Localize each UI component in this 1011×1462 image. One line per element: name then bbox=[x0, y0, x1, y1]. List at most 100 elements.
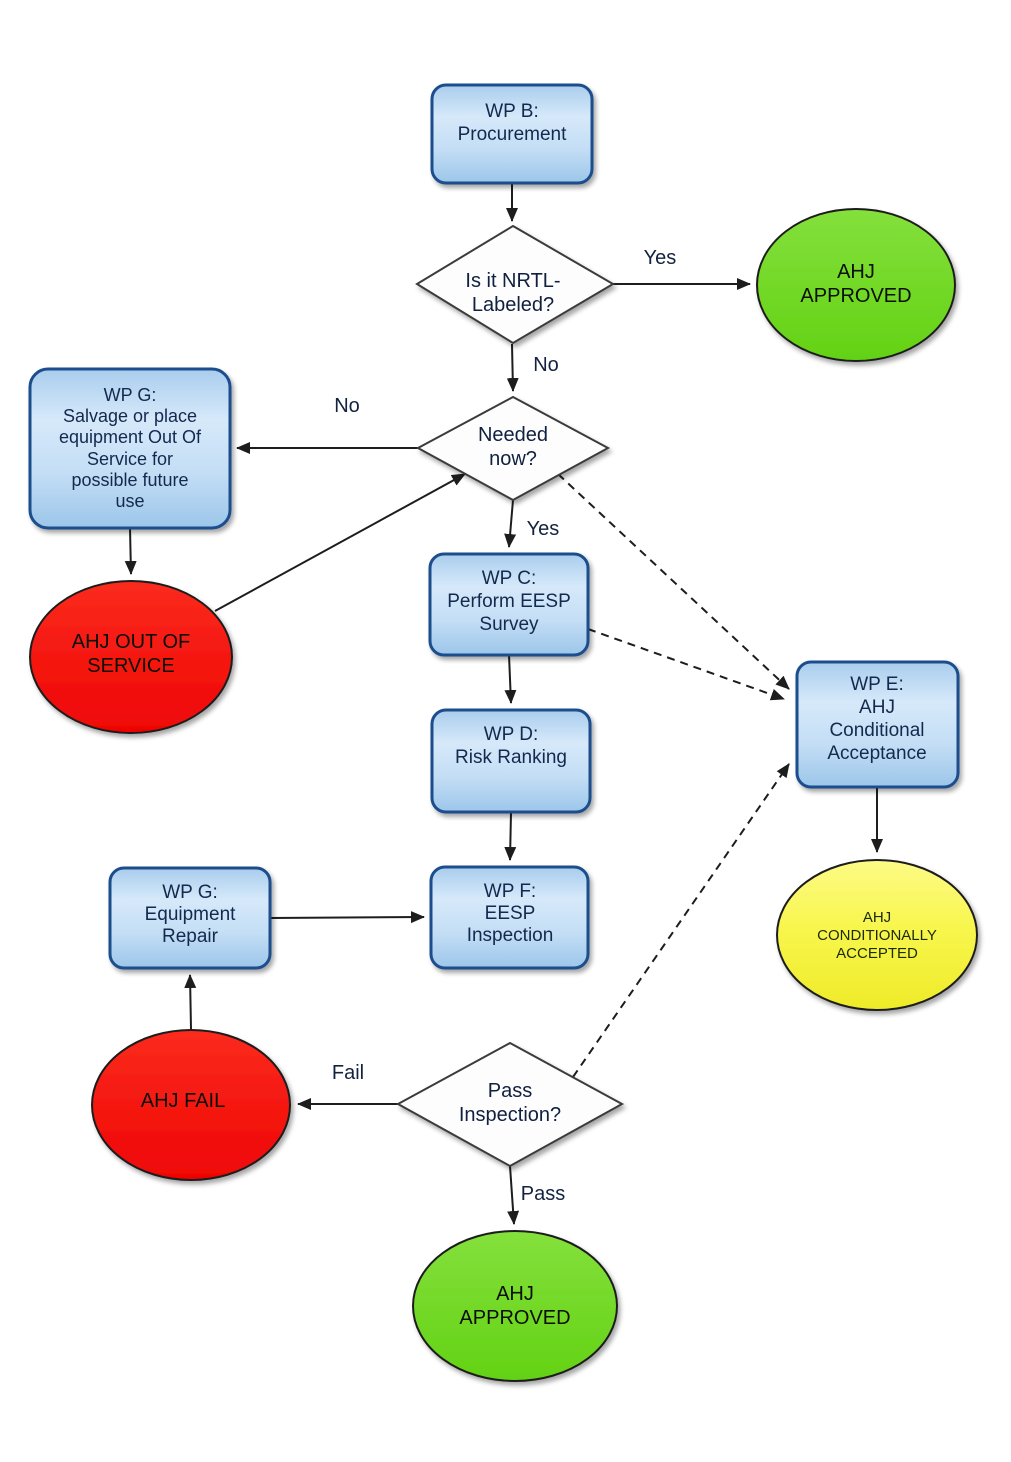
edge-wpc-to-wpd bbox=[504, 654, 517, 704]
node-label: AHJ bbox=[863, 909, 891, 926]
node-label: now? bbox=[489, 448, 537, 470]
node-label: Pass bbox=[488, 1080, 532, 1102]
connector-dashed bbox=[572, 763, 790, 1078]
node-wp-d-risk-ranking: WP D: Risk Ranking bbox=[430, 708, 592, 814]
node-label: Labeled? bbox=[472, 294, 554, 316]
process-box bbox=[795, 660, 960, 789]
node-ahj-approved-top: AHJ APPROVED bbox=[756, 208, 956, 362]
node-label: AHJ FAIL bbox=[141, 1090, 225, 1112]
node-label: WP D: bbox=[484, 724, 539, 745]
node-label: Survey bbox=[479, 614, 539, 635]
edge-repair-to-wpf bbox=[269, 911, 425, 924]
connector bbox=[507, 1165, 520, 1225]
connector bbox=[506, 343, 519, 392]
process-box bbox=[108, 866, 272, 970]
node-label: SERVICE bbox=[87, 655, 174, 677]
terminator-ellipse bbox=[29, 580, 233, 734]
node-label: Service for bbox=[87, 449, 173, 469]
node-wp-g-salvage: WP G: Salvage or place equipment Out Of … bbox=[28, 367, 232, 530]
node-label: possible future bbox=[71, 470, 188, 490]
connector bbox=[214, 473, 466, 612]
node-label: Acceptance bbox=[827, 743, 926, 764]
node-label: WP B: bbox=[485, 101, 539, 122]
node-wp-g-equipment-repair: WP G: Equipment Repair bbox=[108, 866, 272, 970]
node-label: CONDITIONALLY bbox=[817, 927, 937, 944]
edge-dashed-wpc-to-wpe bbox=[587, 628, 785, 701]
connector bbox=[184, 974, 197, 1030]
node-label: Is it NRTL- bbox=[465, 270, 560, 292]
node-label: equipment Out Of bbox=[59, 427, 202, 447]
edge-salvage-to-out-of-service bbox=[124, 527, 137, 575]
process-box bbox=[430, 83, 594, 185]
node-label: Procurement bbox=[458, 124, 567, 145]
process-box bbox=[28, 367, 232, 530]
decision-diamond bbox=[395, 1041, 625, 1168]
node-label: APPROVED bbox=[459, 1307, 570, 1329]
edge-dashed-inspection-to-wpe bbox=[572, 763, 790, 1078]
node-label: AHJ bbox=[859, 697, 895, 718]
edge-inspection-fail-to-ahj-fail: Fail bbox=[297, 1062, 398, 1110]
edge-label: Yes bbox=[527, 518, 560, 540]
node-label: Equipment bbox=[145, 904, 237, 925]
node-label: WP E: bbox=[850, 674, 904, 695]
decision-diamond bbox=[415, 395, 611, 502]
node-label: AHJ OUT OF bbox=[72, 631, 191, 653]
connector bbox=[124, 527, 137, 575]
node-wp-c-survey: WP C: Perform EESP Survey bbox=[428, 552, 590, 657]
edge-label: No bbox=[334, 395, 360, 417]
node-wp-e-conditional-acceptance: WP E: AHJ Conditional Acceptance bbox=[795, 660, 960, 789]
terminator-ellipse bbox=[756, 208, 956, 362]
edge-label: Yes bbox=[644, 247, 677, 269]
node-ahj-approved-bottom: AHJ APPROVED bbox=[412, 1230, 618, 1382]
connector bbox=[504, 654, 517, 704]
edge-nrtl-yes-to-approved: Yes bbox=[613, 247, 751, 290]
node-label: Inspection bbox=[467, 925, 554, 946]
edge-label: Fail bbox=[332, 1062, 364, 1084]
node-ahj-fail: AHJ FAIL bbox=[91, 1029, 291, 1181]
node-label: EESP bbox=[485, 903, 536, 924]
node-label: Inspection? bbox=[459, 1104, 561, 1126]
edge-out-of-service-to-needed-now bbox=[214, 473, 466, 612]
edge-inspection-pass-to-approved: Pass bbox=[507, 1165, 565, 1225]
node-label: Needed bbox=[478, 424, 548, 446]
node-label: AHJ bbox=[496, 1283, 534, 1305]
terminator-ellipse bbox=[412, 1230, 618, 1382]
node-decision-nrtl-labeled: Is it NRTL- Labeled? bbox=[415, 224, 615, 345]
node-label: Risk Ranking bbox=[455, 747, 567, 768]
node-wp-b-procurement: WP B: Procurement bbox=[430, 83, 594, 185]
node-ahj-out-of-service: AHJ OUT OF SERVICE bbox=[29, 580, 233, 734]
node-label: WP C: bbox=[482, 568, 537, 589]
connector bbox=[504, 811, 517, 861]
edge-needed-now-no-to-salvage: No bbox=[236, 395, 418, 454]
node-decision-needed-now: Needed now? bbox=[415, 395, 611, 502]
process-box bbox=[428, 552, 590, 657]
node-wp-f-eesp-inspection: WP F: EESP Inspection bbox=[429, 865, 590, 970]
terminator-ellipse bbox=[776, 859, 978, 1011]
connector bbox=[504, 499, 517, 548]
node-label: ACCEPTED bbox=[836, 945, 918, 962]
terminator-ellipse bbox=[91, 1029, 291, 1181]
node-label: use bbox=[115, 491, 144, 511]
edge-label: No bbox=[533, 354, 559, 376]
edge-wpd-to-wpf bbox=[504, 811, 517, 861]
connector bbox=[269, 911, 425, 924]
connector-dashed bbox=[587, 628, 785, 701]
edge-fail-to-repair bbox=[184, 974, 197, 1030]
node-label: Salvage or place bbox=[63, 406, 197, 426]
node-label: WP F: bbox=[484, 881, 536, 902]
node-decision-pass-inspection: Pass Inspection? bbox=[395, 1041, 625, 1168]
process-box bbox=[430, 708, 592, 814]
node-ahj-conditionally-accepted: AHJ CONDITIONALLY ACCEPTED bbox=[776, 859, 978, 1011]
node-label: WP G: bbox=[104, 385, 157, 405]
decision-diamond bbox=[415, 224, 615, 345]
edge-needed-now-yes-to-wpc: Yes bbox=[504, 499, 560, 548]
node-label: AHJ bbox=[837, 261, 875, 283]
edge-nrtl-no-to-needed-now: No bbox=[506, 343, 559, 392]
node-label: Repair bbox=[162, 926, 219, 947]
edge-dashed-needed-now-to-wpe bbox=[557, 473, 790, 690]
node-label: Perform EESP bbox=[447, 591, 571, 612]
node-label: Conditional bbox=[829, 720, 924, 741]
node-label: APPROVED bbox=[800, 285, 911, 307]
process-box bbox=[429, 865, 590, 970]
